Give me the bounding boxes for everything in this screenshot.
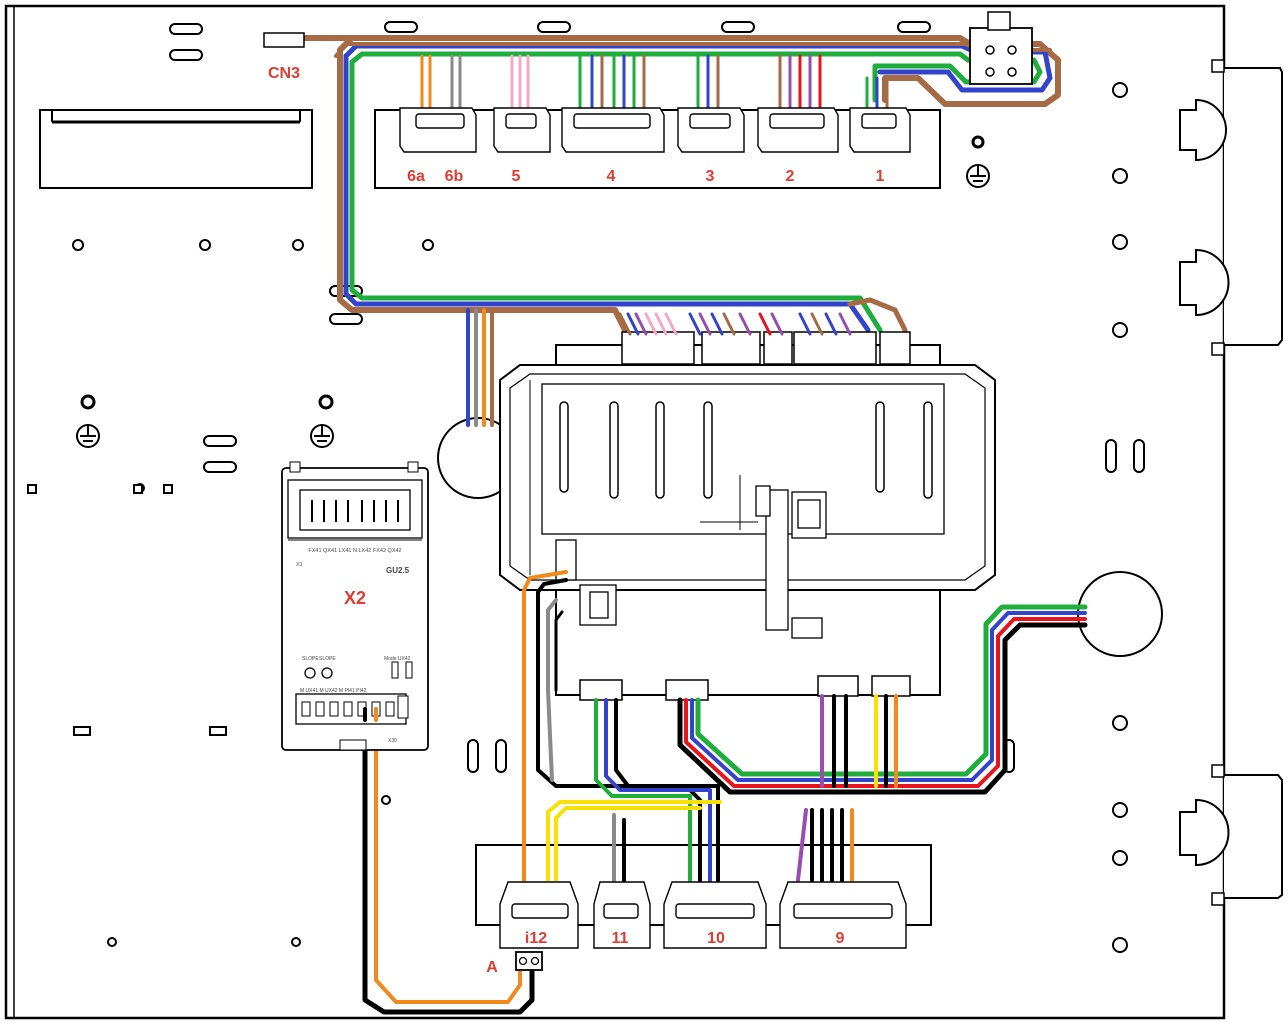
label-x2: X2 (344, 588, 366, 608)
hinge-bottom (1179, 764, 1283, 906)
mounting-slots (27, 21, 1145, 773)
label-connector-5: 5 (512, 168, 521, 185)
label-connector-6a: 6a (407, 168, 425, 185)
cn3-plug (263, 32, 305, 48)
x2-model: GU2.5 (386, 566, 410, 575)
ground-icon (76, 394, 100, 448)
label-a: A (486, 959, 498, 976)
terminal-a (515, 951, 543, 971)
label-connector-i12: i12 (525, 930, 547, 947)
label-connector-9: 9 (836, 930, 845, 947)
lower-harness (362, 570, 1088, 1015)
label-connector-4: 4 (607, 168, 616, 185)
top-connectors (399, 107, 911, 153)
label-connector-3: 3 (706, 168, 715, 185)
x2-mode: Mode UX42 (384, 656, 411, 662)
x2-bottom-terminals: M UX41 M UX42 M PI41 PI42 (300, 688, 367, 694)
x2-terminal-wires (363, 707, 378, 722)
x2-module: FX41 QX41 LX41 N LX42 FX42 QX42 X1 GU2.5… (281, 461, 429, 751)
terminal-block-top-right (969, 11, 1033, 85)
top-connector-wires (420, 54, 889, 110)
x2-slope2: SLOPE (319, 656, 336, 662)
x2-terminal-row: FX41 QX41 LX41 N LX42 FX42 QX42 (308, 548, 401, 554)
bottom-connectors (499, 881, 907, 949)
ground-icon (310, 394, 334, 448)
mounting-holes (72, 82, 1128, 953)
label-connector-1: 1 (876, 168, 885, 185)
label-connector-2: 2 (786, 168, 795, 185)
board-top-wires (618, 312, 852, 336)
label-connector-10: 10 (707, 930, 725, 947)
x2-x1-label: X1 (296, 562, 303, 568)
ground-icon (966, 135, 990, 188)
hinge-top (1179, 59, 1283, 356)
label-cn3: CN3 (268, 65, 300, 82)
top-left-bracket (39, 109, 313, 189)
label-connector-11: 11 (612, 930, 629, 947)
gland-wires (466, 308, 494, 427)
x2-x30-label: X30 (388, 738, 397, 744)
controller-board (499, 331, 996, 701)
cable-gland-right (1077, 571, 1163, 657)
x2-slope1: SLOPE (302, 656, 319, 662)
label-connector-6b: 6b (445, 168, 464, 185)
